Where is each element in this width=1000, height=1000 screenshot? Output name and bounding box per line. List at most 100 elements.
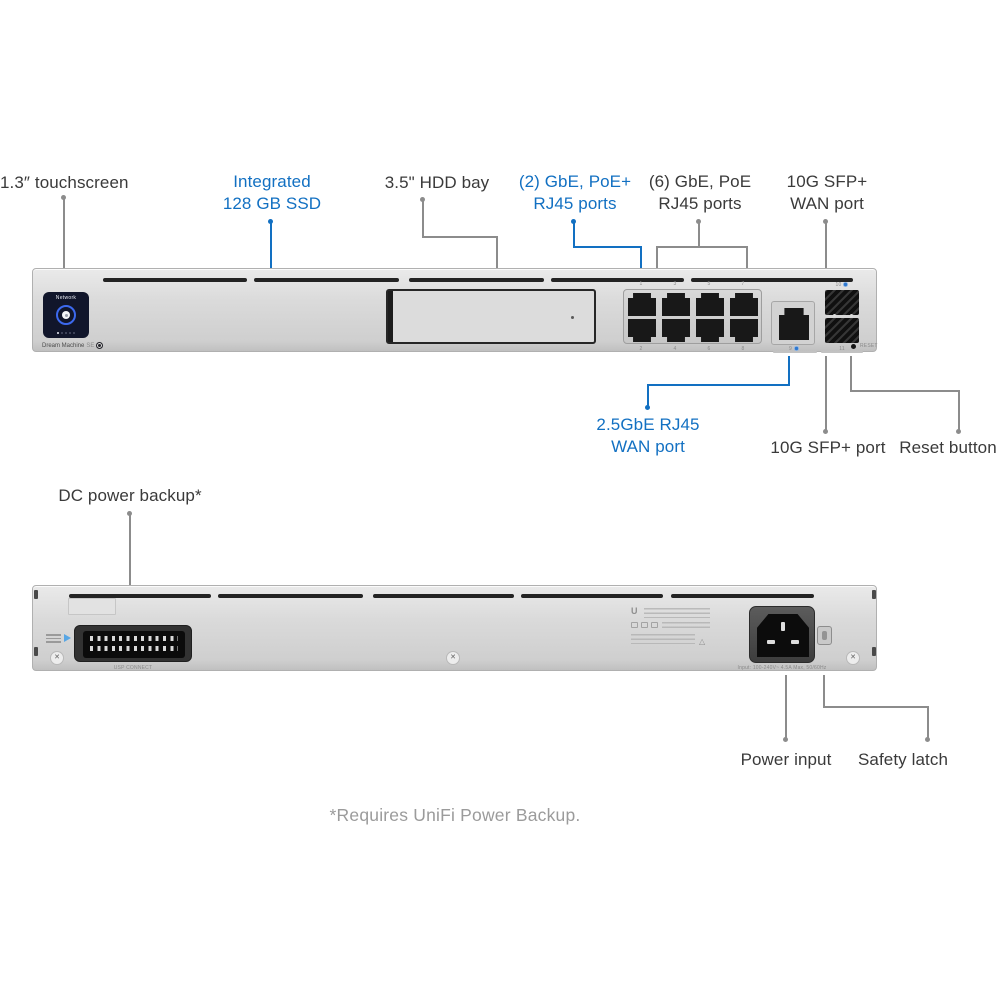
rj45-port-3[interactable] xyxy=(662,293,690,316)
screw-icon: ✕ xyxy=(846,651,860,665)
vent-slot xyxy=(409,278,544,282)
port-number: 10 xyxy=(835,282,842,288)
rj45-port-1[interactable] xyxy=(628,293,656,316)
callout-dot xyxy=(783,737,788,742)
rj45-port-2[interactable] xyxy=(628,319,656,342)
callout-text: 1.3″ touchscreen xyxy=(0,173,129,192)
callout-text: 10G SFP+ port xyxy=(770,438,886,457)
callout-line xyxy=(850,390,960,392)
callout-label-sfp-wan: 10G SFP+ WAN port xyxy=(752,171,902,215)
callout-text: Safety latch xyxy=(857,750,949,769)
callout-line xyxy=(422,236,498,238)
rj45-port-7[interactable] xyxy=(730,293,758,316)
callout-line xyxy=(850,356,852,392)
usp-connect-port[interactable] xyxy=(74,625,192,662)
inlet-pin xyxy=(781,622,785,631)
callout-dot xyxy=(823,429,828,434)
regulatory-label: U △ xyxy=(631,606,715,649)
dc-indicator-icon xyxy=(64,634,71,642)
screen-pagination-dots xyxy=(43,332,89,334)
callout-label-sfp-port: 10G SFP+ port xyxy=(753,437,903,459)
callout-line xyxy=(573,246,642,248)
device-name: Dream Machine xyxy=(42,342,85,349)
rack-tab xyxy=(34,647,38,656)
rj45-port-block xyxy=(623,289,762,344)
callout-dot xyxy=(127,511,132,516)
callout-text: DC power backup* xyxy=(58,486,202,505)
callout-label-touchscreen: 1.3″ touchscreen xyxy=(0,172,150,194)
callout-dot xyxy=(420,197,425,202)
wan-rj45-port-9[interactable] xyxy=(779,308,809,340)
globe-icon xyxy=(793,346,799,352)
callout-line xyxy=(496,236,498,268)
callout-line xyxy=(647,384,790,386)
label-text-lines xyxy=(631,634,695,647)
callout-line xyxy=(927,706,929,739)
callout-label-power-input: Power input xyxy=(711,749,861,771)
port-caption-strip xyxy=(821,351,863,353)
reset-button[interactable] xyxy=(851,344,856,349)
recycle-triangle-icon: △ xyxy=(699,637,706,646)
screw-cross-glyph: ✕ xyxy=(850,654,856,661)
port-number: 8 xyxy=(741,346,745,352)
inlet-pin xyxy=(791,640,799,644)
usp-connector-housing xyxy=(83,631,185,658)
rj45-port-5[interactable] xyxy=(696,293,724,316)
vent-slot xyxy=(69,594,211,598)
rack-tab xyxy=(872,647,876,656)
power-inlet[interactable] xyxy=(749,606,815,663)
port-number: 5 xyxy=(707,281,711,287)
port-number: 7 xyxy=(741,281,745,287)
callout-text: Power input xyxy=(740,750,832,769)
footnote: *Requires UniFi Power Backup. xyxy=(329,805,581,825)
screw-icon: ✕ xyxy=(446,651,460,665)
dc-spec-microtext xyxy=(46,634,61,645)
usp-pins-row xyxy=(90,636,178,641)
callout-text: 10G SFP+ xyxy=(786,172,868,191)
callout-line xyxy=(656,246,658,268)
callout-line xyxy=(825,356,827,431)
rj45-port-8[interactable] xyxy=(730,319,758,342)
vent-slot xyxy=(103,278,247,282)
port-number: 2 xyxy=(639,346,643,352)
callout-text: 128 GB SSD xyxy=(222,194,322,213)
sfp-latch-dot xyxy=(833,314,836,317)
c14-socket xyxy=(757,614,809,657)
sfp-plus-wan-port-10[interactable] xyxy=(825,290,859,315)
screen-title: Network xyxy=(55,295,77,301)
status-ring-icon xyxy=(56,305,76,325)
callout-label-dc-backup: DC power backup* xyxy=(50,485,210,507)
hdd-bay-release-pin xyxy=(571,316,574,319)
callout-dot xyxy=(61,195,66,200)
wan-port-number: 9 xyxy=(779,346,809,352)
device-variant: SE xyxy=(86,342,95,349)
port-number: 9 xyxy=(789,346,792,352)
vent-slot xyxy=(521,594,663,598)
callout-dot xyxy=(925,737,930,742)
vent-slot xyxy=(218,594,363,598)
callout-line xyxy=(270,222,272,268)
rj45-port-6[interactable] xyxy=(696,319,724,342)
callout-line xyxy=(698,222,700,248)
callout-text: WAN port xyxy=(611,437,685,456)
cert-mark-icon xyxy=(641,622,648,628)
hdd-bay-door[interactable] xyxy=(386,289,596,344)
callout-line xyxy=(823,706,929,708)
callout-dot xyxy=(645,405,650,410)
callout-line xyxy=(640,246,642,268)
callout-dot xyxy=(696,219,701,224)
callout-line xyxy=(825,222,827,268)
safety-latch[interactable] xyxy=(817,626,832,645)
latch-slot xyxy=(822,631,827,640)
serial-label-recess xyxy=(68,598,116,615)
port-caption-strip xyxy=(773,351,817,353)
callout-text: 3.5" HDD bay xyxy=(384,173,490,192)
rj45-port-4[interactable] xyxy=(662,319,690,342)
touchscreen-display[interactable]: Network xyxy=(43,292,89,338)
sfp-plus-lan-port-11[interactable] xyxy=(825,318,859,343)
back-panel: USP CONNECT ✕ ✕ ✕ U △ Input: 100-240V~ 4 xyxy=(32,585,877,671)
callout-label-safety-latch: Safety latch xyxy=(828,749,978,771)
callout-dot xyxy=(956,429,961,434)
usp-pins-row xyxy=(90,646,178,651)
